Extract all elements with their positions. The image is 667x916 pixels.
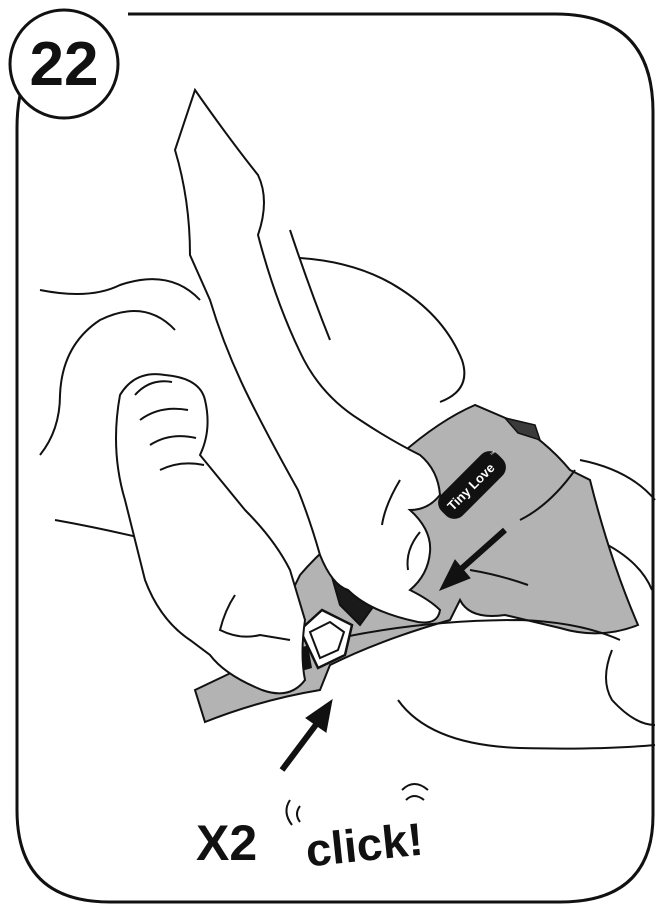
- repeat-count: X2: [196, 815, 257, 871]
- click-sound-text: click!: [303, 813, 425, 877]
- step-number: 22: [30, 30, 99, 99]
- step-badge: 22: [10, 10, 118, 118]
